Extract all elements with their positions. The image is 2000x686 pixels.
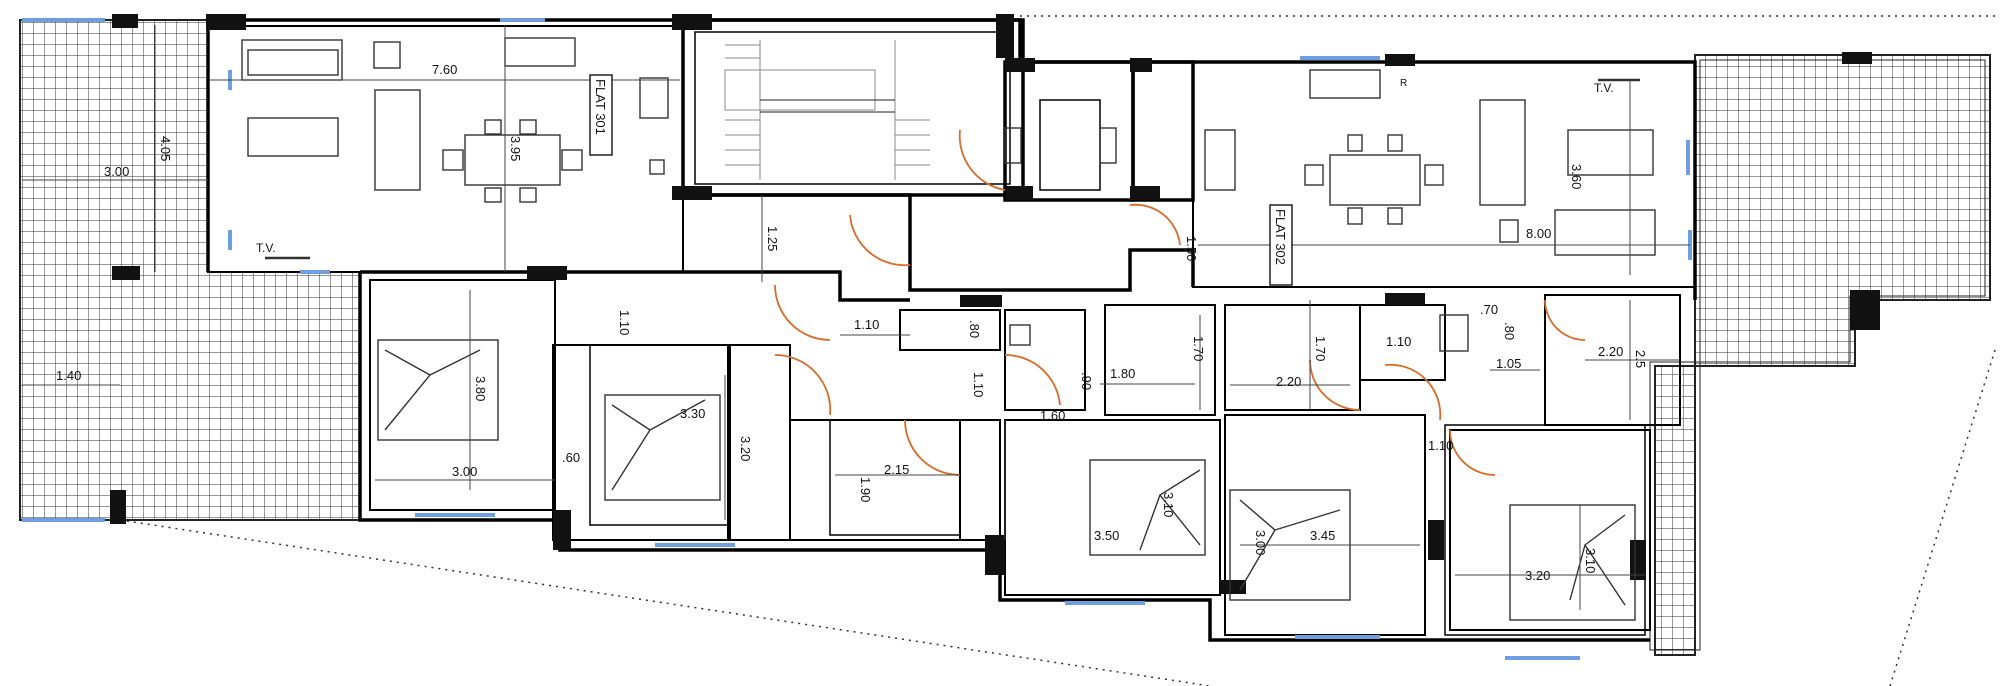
- dimension-label: 7.60: [432, 62, 457, 77]
- dimension-label: 1.70: [1313, 336, 1328, 361]
- furniture: [241, 37, 1656, 621]
- flat-302-label: FLAT 302: [1273, 209, 1288, 265]
- dimension-label: 1.90: [858, 477, 873, 502]
- columns: [110, 14, 1880, 594]
- dimension-label: 2.20: [1276, 374, 1301, 389]
- flat-302-label-box: [1269, 204, 1293, 286]
- tv-label-301: T.V.: [256, 241, 276, 255]
- text-labels: FLAT 301 FLAT 302 T.V. T.V. R 7.60 4.05 …: [56, 62, 1648, 583]
- dimension-label: 3.20: [738, 436, 753, 461]
- terraces: [19, 19, 1991, 656]
- dimension-label: 3.80: [473, 376, 488, 401]
- dimension-label: 1.70: [1191, 336, 1206, 361]
- dimension-label: 1.10: [617, 310, 632, 335]
- dimension-label: 3.10: [1161, 492, 1176, 517]
- dimension-label: 3.00: [452, 464, 477, 479]
- dimension-label: 1.80: [1110, 366, 1135, 381]
- walls: [206, 18, 1697, 642]
- dimension-label: 8.00: [1526, 226, 1551, 241]
- dimension-label: 3.20: [1525, 568, 1550, 583]
- doors: [774, 129, 1586, 476]
- dimension-label: .60: [562, 450, 580, 465]
- dimension-label: 1.05: [1496, 356, 1521, 371]
- dimension-label: 2.15: [884, 462, 909, 477]
- dimension-label: 1.60: [1040, 408, 1065, 423]
- staircase: [724, 40, 930, 180]
- dimension-label: 3.95: [508, 136, 523, 161]
- dimension-label: 4.05: [158, 136, 173, 161]
- dimension-label: 3.10: [1583, 548, 1598, 573]
- dimension-label: 3.50: [1094, 528, 1119, 543]
- fridge-label: R: [1400, 78, 1407, 89]
- dimension-label: 3.60: [1569, 164, 1584, 189]
- dimension-label: .80: [1502, 322, 1517, 340]
- dimension-label: .80: [967, 320, 982, 338]
- flat-labels: [589, 74, 1293, 286]
- plot-boundary: [119, 15, 1996, 686]
- dimension-label: 1.10: [854, 317, 879, 332]
- tv-label-302: T.V.: [1594, 81, 1614, 95]
- dimension-label: 1.40: [56, 368, 81, 383]
- dimension-label: .90: [1079, 372, 1094, 390]
- dimension-label: 1.10: [971, 372, 986, 397]
- dimension-label: 3.30: [680, 406, 705, 421]
- windows: [22, 18, 1692, 660]
- dimension-label: 2.5: [1633, 350, 1648, 368]
- dimension-label: 3.00: [104, 164, 129, 179]
- dimension-label: 1.10: [1428, 438, 1453, 453]
- flat-301-label-box: [589, 74, 613, 156]
- flat-301-label: FLAT 301: [593, 79, 608, 135]
- dimension-label: 1.10: [1386, 334, 1411, 349]
- dimension-label: 3.45: [1310, 528, 1335, 543]
- terrace-east: [1654, 54, 1991, 656]
- dimension-label: 3.00: [1253, 530, 1268, 555]
- dimension-label: 1.25: [765, 226, 780, 251]
- dimension-label: .70: [1480, 302, 1498, 317]
- dimension-label: 1.50: [1184, 236, 1199, 261]
- dimension-label: 2.20: [1598, 344, 1623, 359]
